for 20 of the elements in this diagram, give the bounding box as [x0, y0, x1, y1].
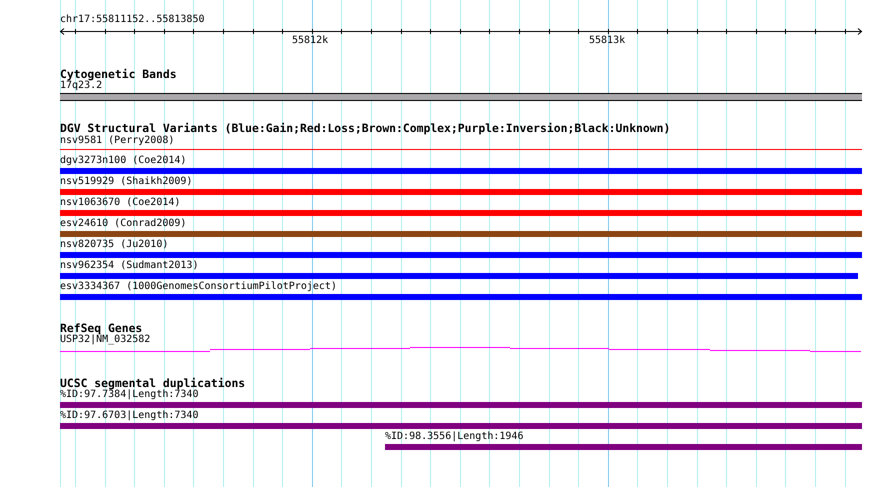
feature-label: USP32|NM_032582 [60, 334, 150, 346]
feature-label: %ID:97.6703|Length:7340 [60, 410, 198, 422]
feature-label: %ID:98.3556|Length:1946 [385, 431, 524, 443]
feature-label: esv3334367 (1000GenomesConsortiumPilotProject) [60, 281, 337, 293]
feature-label: nsv9581 (Perry2008) [60, 135, 174, 147]
feature-label: nsv962354 (Sudmant2013) [60, 260, 198, 272]
track-title: DGV Structural Variants (Blue:Gain;Red:Loss;Brown:Complex;Purple:Inversion;Black:Unknown) [60, 122, 670, 134]
axis-tick-label: 55813k [589, 35, 626, 47]
track-title: RefSeq Genes [60, 322, 142, 334]
feature-label: dgv3273n100 (Coe2014) [60, 155, 186, 167]
feature-label: nsv1063670 (Coe2014) [60, 197, 180, 209]
position-range-label: chr17:55811152..55813850 [60, 14, 204, 26]
track-title: Cytogenetic Bands [60, 68, 177, 80]
track-title: UCSC segmental duplications [60, 377, 246, 389]
feature-label: nsv519929 (Shaikh2009) [60, 176, 192, 188]
feature-label: 17q23.2 [60, 80, 102, 92]
feature-label: esv24610 (Conrad2009) [60, 218, 186, 230]
feature-label: nsv820735 (Ju2010) [60, 239, 168, 251]
feature-label: %ID:97.7384|Length:7340 [60, 389, 198, 401]
axis-tick-label: 55812k [292, 35, 328, 47]
